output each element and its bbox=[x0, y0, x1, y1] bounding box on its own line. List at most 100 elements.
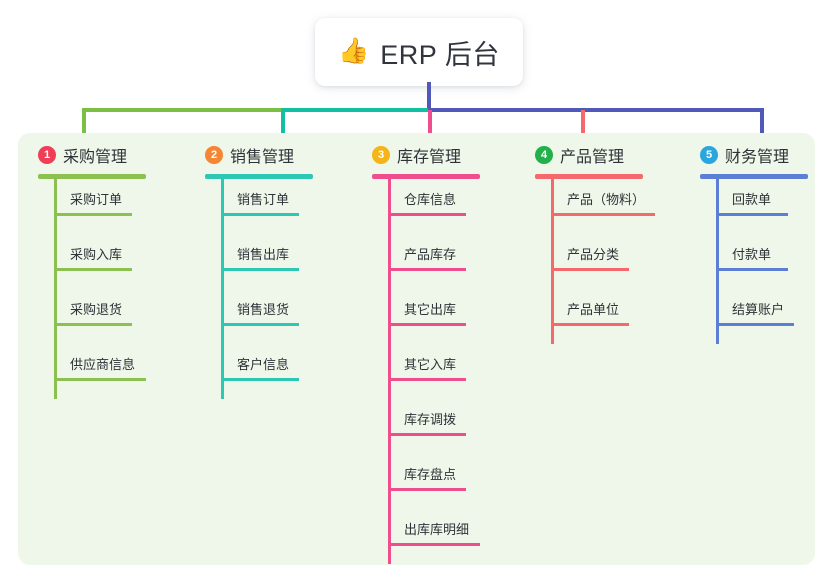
branch-item-rule bbox=[551, 323, 629, 326]
branch-item-rule bbox=[221, 213, 299, 216]
branch-items: 仓库信息产品库存其它出库其它入库库存调拨库存盘点出库库明细 bbox=[372, 179, 480, 564]
branch-item-label: 销售订单 bbox=[237, 192, 290, 207]
branch-item-rule bbox=[221, 323, 299, 326]
branch-item-rule bbox=[388, 433, 466, 436]
branch-heading[interactable]: 4 产品管理 bbox=[535, 144, 643, 166]
branch-item[interactable]: 客户信息 bbox=[205, 344, 313, 399]
branch-item-label: 产品（物料） bbox=[567, 192, 646, 207]
branch-trunk-line bbox=[716, 179, 719, 344]
branches-panel bbox=[18, 133, 815, 565]
branch-item-rule bbox=[551, 213, 655, 216]
branch-item[interactable]: 采购订单 bbox=[38, 179, 146, 234]
branch-item-rule bbox=[221, 378, 299, 381]
branch-item[interactable]: 产品分类 bbox=[535, 234, 643, 289]
branch-item-label: 产品库存 bbox=[404, 247, 457, 262]
root-node-content: 👍 ERP 后台 bbox=[338, 33, 500, 72]
branch-item[interactable]: 采购退货 bbox=[38, 289, 146, 344]
branch-heading-rule bbox=[700, 174, 808, 179]
branch-title: 库存管理 bbox=[397, 149, 462, 166]
branch-item[interactable]: 产品单位 bbox=[535, 289, 643, 344]
branch-item-label: 客户信息 bbox=[237, 357, 290, 372]
branch-item-label: 其它入库 bbox=[404, 357, 457, 372]
thumbs-up-icon: 👍 bbox=[338, 36, 370, 65]
branch-number-badge: 4 bbox=[535, 146, 553, 164]
branch-item[interactable]: 供应商信息 bbox=[38, 344, 146, 399]
branch-item[interactable]: 仓库信息 bbox=[372, 179, 480, 234]
branch-item-label: 库存盘点 bbox=[404, 467, 457, 482]
branch-item[interactable]: 回款单 bbox=[700, 179, 808, 234]
branch-item-rule bbox=[388, 378, 466, 381]
branch-item-rule bbox=[716, 213, 788, 216]
branch-trunk-line bbox=[54, 179, 57, 399]
branch-item[interactable]: 产品（物料） bbox=[535, 179, 655, 234]
branch-column-3: 3 库存管理仓库信息产品库存其它出库其它入库库存调拨库存盘点出库库明细 bbox=[372, 144, 480, 564]
branch-item-rule bbox=[388, 268, 466, 271]
branch-item-rule bbox=[388, 543, 480, 546]
branch-title: 产品管理 bbox=[560, 149, 625, 166]
connector-bus-middle bbox=[281, 108, 429, 112]
branch-title: 财务管理 bbox=[725, 149, 790, 166]
connector-drop-2 bbox=[281, 110, 285, 144]
branch-item-rule bbox=[716, 268, 788, 271]
branch-item[interactable]: 结算账户 bbox=[700, 289, 808, 344]
branch-items: 回款单付款单结算账户 bbox=[700, 179, 808, 344]
branch-item[interactable]: 出库库明细 bbox=[372, 509, 480, 564]
branch-number-badge: 3 bbox=[372, 146, 390, 164]
branch-heading[interactable]: 5 财务管理 bbox=[700, 144, 808, 166]
branch-item-label: 其它出库 bbox=[404, 302, 457, 317]
branch-item-label: 产品单位 bbox=[567, 302, 620, 317]
branch-item-rule bbox=[551, 268, 629, 271]
branch-item-label: 付款单 bbox=[732, 247, 772, 262]
branch-item-label: 销售出库 bbox=[237, 247, 290, 262]
branch-item-label: 采购订单 bbox=[70, 192, 123, 207]
branch-item[interactable]: 采购入库 bbox=[38, 234, 146, 289]
branch-heading[interactable]: 3 库存管理 bbox=[372, 144, 480, 166]
branch-heading-rule bbox=[38, 174, 146, 179]
connector-drop-4 bbox=[581, 110, 585, 144]
branch-trunk-line bbox=[388, 179, 391, 564]
branch-items: 销售订单销售出库销售退货客户信息 bbox=[205, 179, 313, 399]
branch-item-label: 供应商信息 bbox=[70, 357, 136, 372]
root-node-card[interactable]: 👍 ERP 后台 bbox=[315, 18, 523, 86]
branch-item-label: 仓库信息 bbox=[404, 192, 457, 207]
branch-item-rule bbox=[388, 323, 466, 326]
branch-item[interactable]: 其它入库 bbox=[372, 344, 480, 399]
branch-number-badge: 1 bbox=[38, 146, 56, 164]
branch-item-rule bbox=[221, 268, 299, 271]
branch-item-rule bbox=[54, 213, 132, 216]
connector-bus-right bbox=[428, 108, 764, 112]
branch-item-label: 库存调拨 bbox=[404, 412, 457, 427]
branch-column-1: 1 采购管理采购订单采购入库采购退货供应商信息 bbox=[38, 144, 146, 399]
branch-item[interactable]: 销售退货 bbox=[205, 289, 313, 344]
connector-bus-left bbox=[82, 108, 282, 112]
branch-number-badge: 5 bbox=[700, 146, 718, 164]
branch-heading-rule bbox=[535, 174, 643, 179]
branch-item[interactable]: 产品库存 bbox=[372, 234, 480, 289]
branch-item-label: 采购入库 bbox=[70, 247, 123, 262]
branch-item-label: 结算账户 bbox=[732, 302, 785, 317]
branch-item[interactable]: 销售出库 bbox=[205, 234, 313, 289]
branch-item-label: 销售退货 bbox=[237, 302, 290, 317]
branch-heading-rule bbox=[205, 174, 313, 179]
branch-item-rule bbox=[54, 323, 132, 326]
branch-item-rule bbox=[388, 488, 466, 491]
branch-item[interactable]: 其它出库 bbox=[372, 289, 480, 344]
branch-item-label: 产品分类 bbox=[567, 247, 620, 262]
branch-item[interactable]: 库存盘点 bbox=[372, 454, 480, 509]
branch-heading-rule bbox=[372, 174, 480, 179]
branch-item-rule bbox=[716, 323, 794, 326]
connector-stem bbox=[427, 82, 431, 110]
branch-title: 采购管理 bbox=[63, 149, 128, 166]
branch-item[interactable]: 销售订单 bbox=[205, 179, 313, 234]
branch-column-5: 5 财务管理回款单付款单结算账户 bbox=[700, 144, 808, 344]
branch-trunk-line bbox=[551, 179, 554, 344]
branch-item-rule bbox=[388, 213, 466, 216]
branch-item-label: 出库库明细 bbox=[404, 522, 470, 537]
branch-heading[interactable]: 1 采购管理 bbox=[38, 144, 146, 166]
branch-item[interactable]: 付款单 bbox=[700, 234, 808, 289]
branch-number-badge: 2 bbox=[205, 146, 223, 164]
branch-item[interactable]: 库存调拨 bbox=[372, 399, 480, 454]
